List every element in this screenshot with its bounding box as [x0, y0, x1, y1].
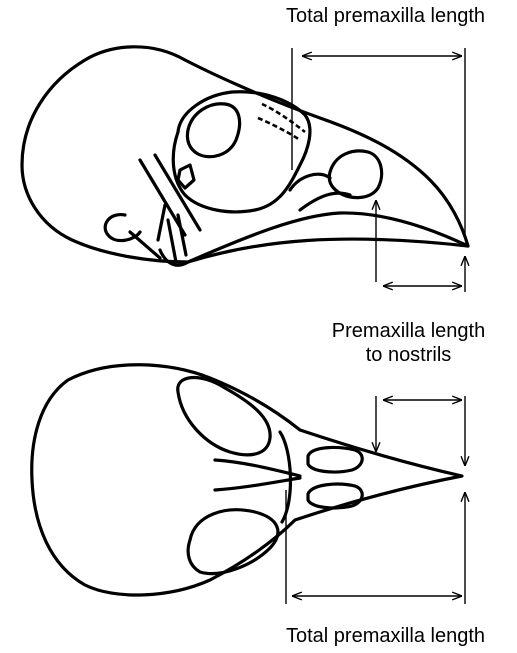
lateral-cranium-outline: [22, 47, 468, 262]
lateral-jaw-bones: [105, 155, 200, 265]
to-nostrils-line: to nostrils: [300, 343, 517, 367]
dorsal-right-orbit: [188, 510, 278, 574]
total-premaxilla-length-label-bottom: Total premaxilla length: [254, 624, 517, 648]
dorsal-skull-view: [32, 365, 462, 595]
lateral-nasal-opening: [329, 151, 381, 198]
dorsal-left-orbit: [178, 377, 270, 454]
dorsal-nostril-upper: [308, 448, 362, 472]
premaxilla-length-to-nostrils-label: Premaxilla length to nostrils: [300, 319, 517, 367]
dorsal-midline: [215, 432, 300, 522]
dorsal-cranium-outline: [32, 365, 462, 595]
lateral-small-foramen: [178, 165, 194, 188]
dorsal-nostril-lower: [308, 484, 362, 508]
lateral-beak-lower: [188, 174, 468, 262]
premaxilla-length-line: Premaxilla length: [300, 319, 517, 343]
lateral-eye-socket: [187, 104, 239, 157]
lateral-skull-view: [22, 47, 468, 265]
total-premaxilla-length-label-top: Total premaxilla length: [254, 4, 517, 28]
